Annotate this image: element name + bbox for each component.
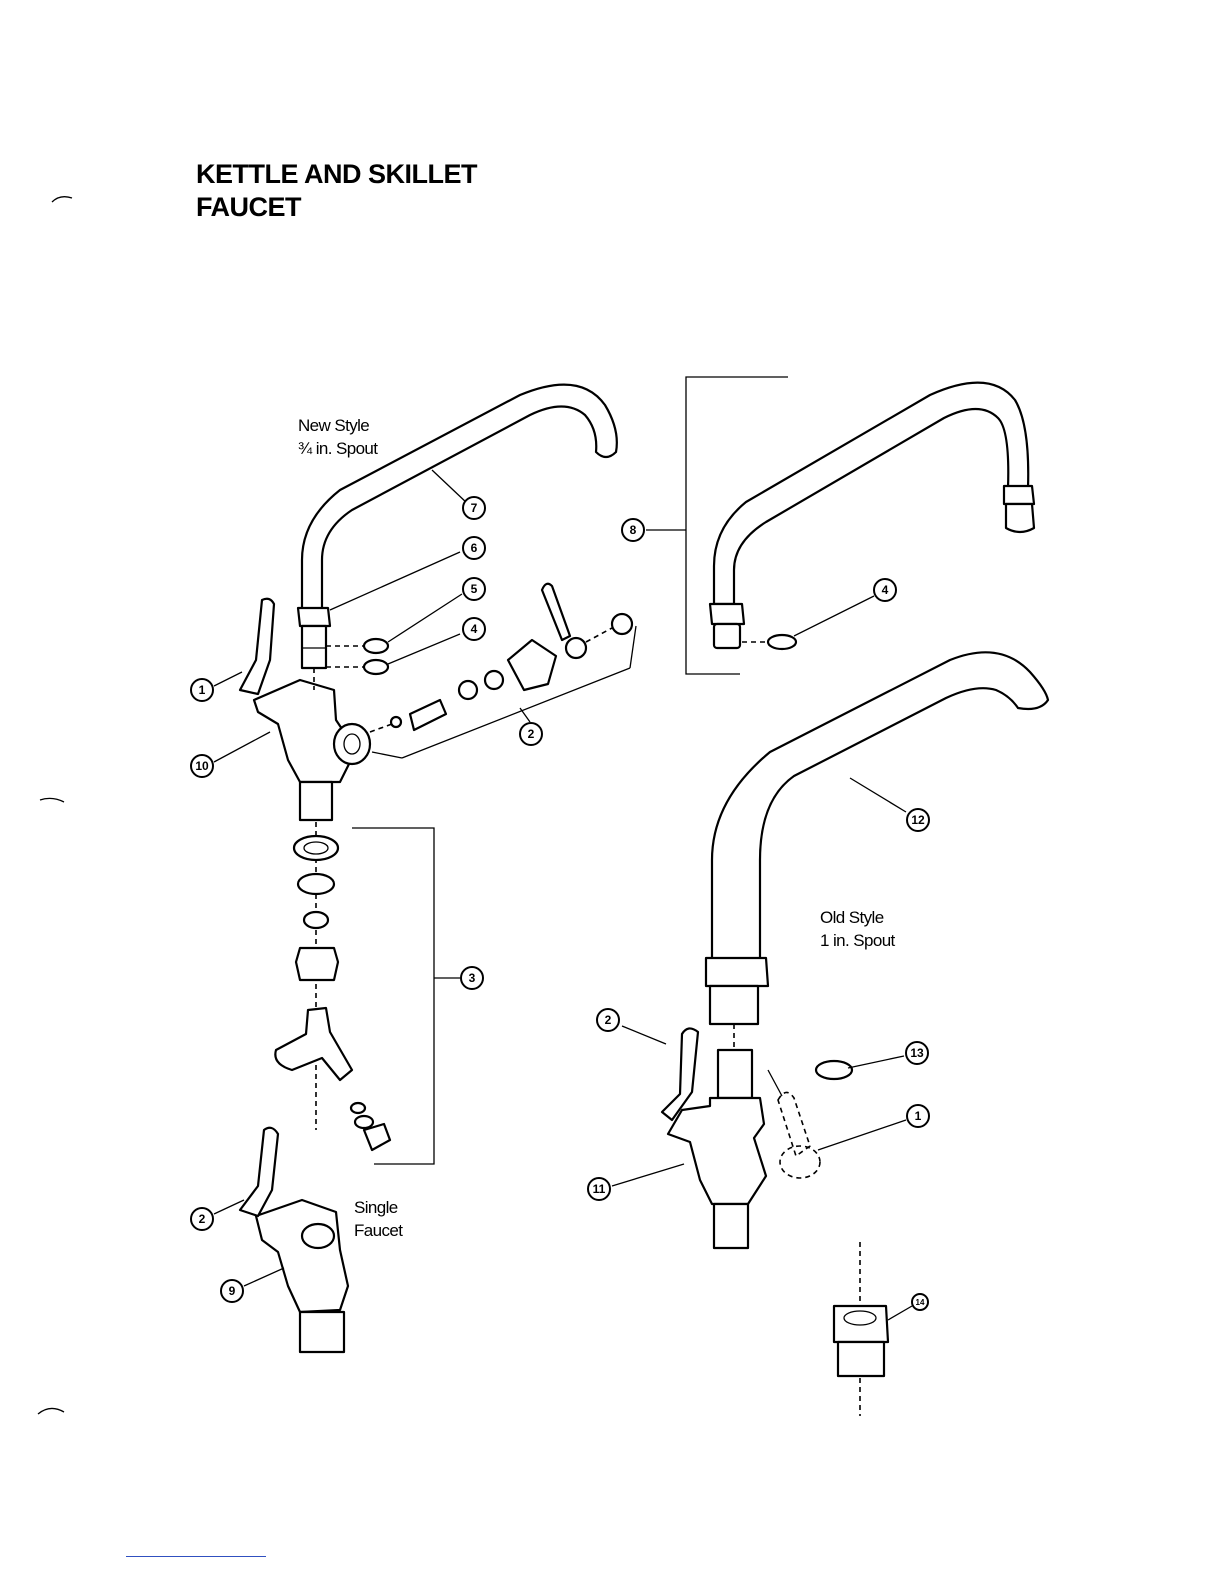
bottom-rule	[126, 1556, 266, 1557]
twin-faucet-body	[254, 668, 370, 820]
callout-1-right: 1	[907, 1105, 929, 1127]
callout-1-left: 1	[191, 679, 213, 701]
callout-2-right: 2	[597, 1009, 619, 1031]
callout-11-text: 11	[593, 1182, 606, 1196]
callout-8-text: 8	[630, 523, 637, 537]
callout-14: 14	[912, 1294, 928, 1310]
spout-8	[710, 383, 1034, 649]
bracket-3	[352, 828, 460, 1164]
single-faucet-stack	[275, 822, 390, 1150]
callout-6-text: 6	[471, 541, 478, 555]
callout-3-text: 3	[469, 971, 476, 985]
callout-13-text: 13	[910, 1046, 924, 1060]
callout-8: 8	[622, 519, 644, 541]
o-rings-upper	[326, 639, 388, 674]
callout-11: 11	[588, 1178, 610, 1200]
single-faucet	[240, 1128, 348, 1352]
callout-9-text: 9	[229, 1284, 236, 1298]
callout-2-upper-text: 2	[528, 727, 535, 741]
callout-1-right-text: 1	[915, 1109, 922, 1123]
old-style-faucet-body	[662, 1028, 852, 1248]
callout-13: 13	[906, 1042, 928, 1064]
callout-5-text: 5	[471, 582, 478, 596]
old-style-spout	[706, 652, 1048, 1050]
callout-4-right: 4	[874, 579, 896, 601]
callout-4-upper: 4	[463, 618, 485, 640]
callout-6: 6	[463, 537, 485, 559]
new-style-nut	[298, 608, 330, 668]
callout-2-upper: 2	[520, 723, 542, 745]
adapter-14	[834, 1242, 888, 1416]
callout-1-left-text: 1	[199, 683, 206, 697]
callout-10-text: 10	[195, 759, 209, 773]
callout-2-lower-text: 2	[199, 1212, 206, 1226]
valve-parts-row	[370, 584, 636, 758]
callout-2-right-text: 2	[605, 1013, 612, 1027]
callout-9: 9	[221, 1280, 243, 1302]
callout-3: 3	[461, 967, 483, 989]
callout-4-upper-text: 4	[471, 622, 478, 636]
callout-7: 7	[463, 497, 485, 519]
callout-7-text: 7	[471, 501, 478, 515]
callout-12-text: 12	[911, 813, 925, 827]
new-style-spout	[302, 385, 617, 610]
lever-handle-left	[240, 599, 274, 694]
scan-marks	[38, 197, 72, 1414]
callout-10: 10	[191, 755, 213, 777]
callout-12: 12	[907, 809, 929, 831]
callout-2-lower: 2	[191, 1208, 213, 1230]
callout-4-right-text: 4	[882, 583, 889, 597]
callout-14-text: 14	[916, 1298, 925, 1307]
callout-5: 5	[463, 578, 485, 600]
